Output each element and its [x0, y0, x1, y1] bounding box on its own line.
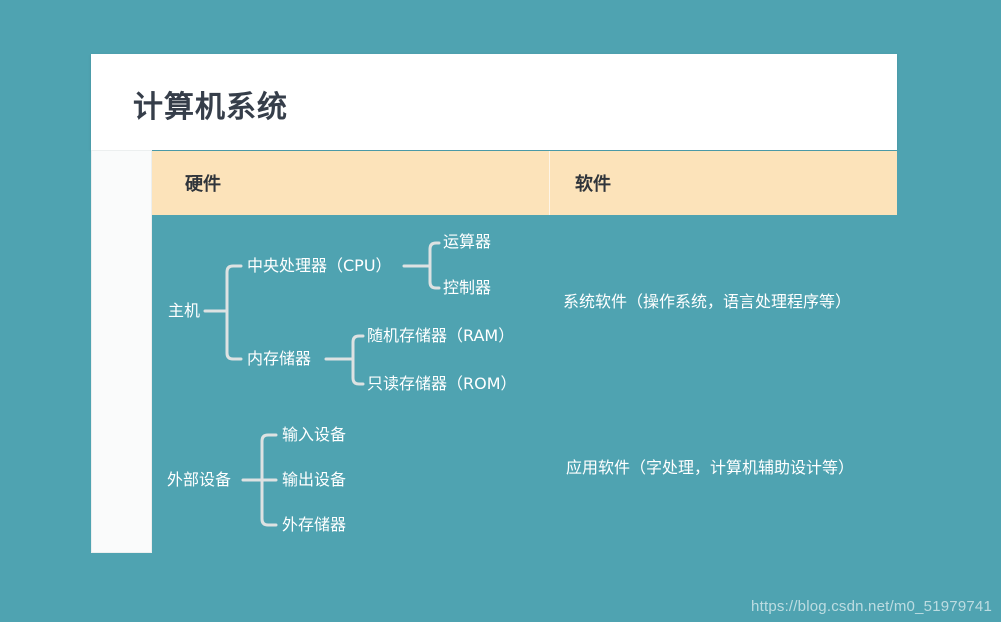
hardware-column-header: 硬件: [185, 174, 221, 195]
watermark-url: https://blog.csdn.net/m0_51979741: [751, 598, 992, 615]
node-cpu: 中央处理器（CPU）: [247, 256, 392, 275]
node-host: 主机: [168, 301, 201, 320]
node-memory: 内存储器: [247, 349, 312, 368]
node-controller: 控制器: [443, 278, 492, 297]
branch-peripherals-bracket: [260, 433, 278, 527]
branch-host-bracket: [225, 264, 243, 361]
node-input-device: 输入设备: [282, 425, 347, 444]
left-rail: [91, 150, 152, 553]
column-header: 硬件 软件: [152, 151, 897, 215]
title-card: 计算机系统: [91, 54, 897, 150]
branch-cpu-bracket: [428, 241, 441, 290]
node-external-storage: 外存储器: [282, 515, 347, 534]
node-output-device: 输出设备: [282, 470, 347, 489]
branch-memory-bracket: [351, 334, 365, 386]
node-alu: 运算器: [443, 232, 492, 251]
node-system-software: 系统软件（操作系统，语言处理程序等）: [563, 292, 852, 311]
software-column-header: 软件: [575, 174, 611, 195]
node-ram: 随机存储器（RAM）: [367, 326, 515, 345]
page-title: 计算机系统: [133, 90, 288, 125]
node-application-software: 应用软件（字处理，计算机辅助设计等）: [566, 458, 855, 477]
node-rom: 只读存储器（ROM）: [367, 374, 517, 393]
column-divider: [549, 151, 550, 215]
node-peripherals: 外部设备: [167, 470, 232, 489]
